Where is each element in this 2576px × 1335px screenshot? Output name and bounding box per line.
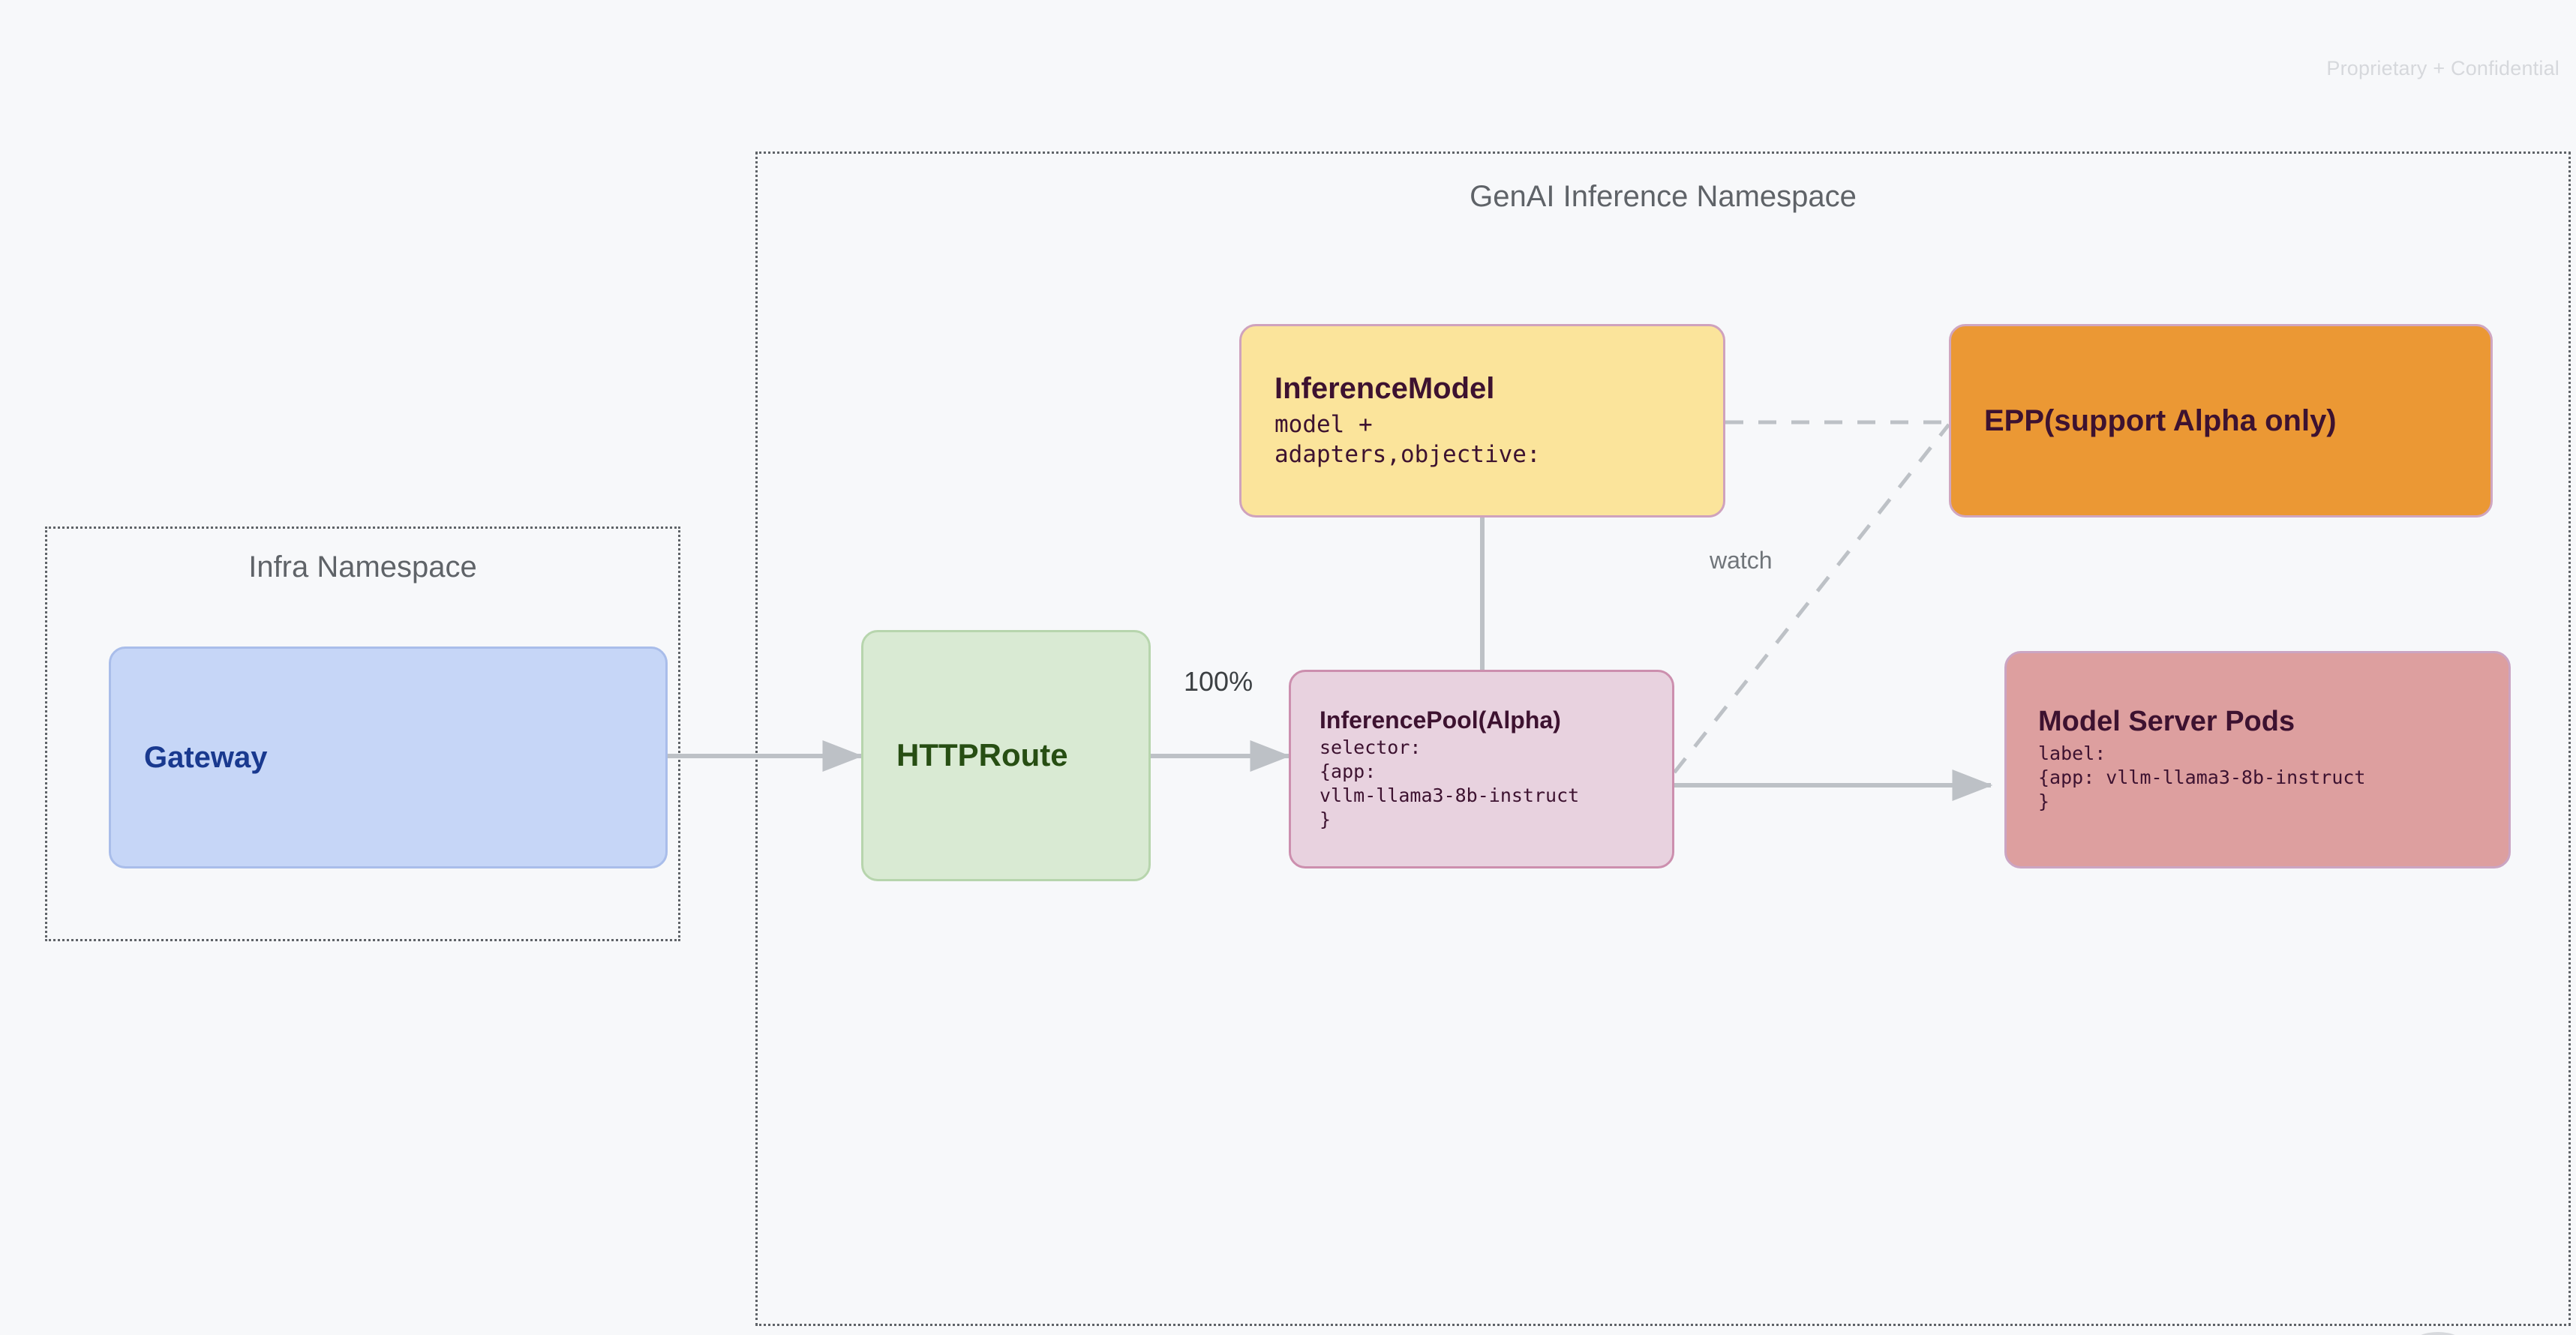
node-inferencepool-title: InferencePool(Alpha) bbox=[1320, 706, 1561, 734]
node-modelserverpods-title: Model Server Pods bbox=[2038, 706, 2295, 738]
node-httproute-title: HTTPRoute bbox=[896, 737, 1068, 773]
infra-namespace-title: Infra Namespace bbox=[248, 550, 477, 584]
node-modelserverpods-line3: } bbox=[2038, 790, 2050, 812]
node-epp[interactable]: EPP(support Alpha only) bbox=[1949, 324, 2493, 518]
genai-namespace-container bbox=[755, 152, 2571, 1326]
node-gateway[interactable]: Gateway bbox=[109, 646, 668, 868]
infra-namespace-container bbox=[45, 526, 680, 941]
node-inferencemodel-line2: adapters,objective: bbox=[1274, 441, 1541, 468]
genai-namespace-title: GenAI Inference Namespace bbox=[1470, 180, 1857, 213]
node-inferencepool-line2: {app: bbox=[1320, 760, 1377, 783]
footer-clipped-artifact bbox=[2412, 1326, 2524, 1335]
node-epp-title: EPP(support Alpha only) bbox=[1984, 404, 2337, 437]
node-inferencepool-line1: selector: bbox=[1320, 736, 1422, 759]
edge-label-watch: watch bbox=[1710, 547, 1773, 574]
node-modelserverpods-line2: {app: vllm-llama3-8b-instruct bbox=[2038, 766, 2366, 788]
node-gateway-title: Gateway bbox=[144, 741, 268, 774]
proprietary-watermark: Proprietary + Confidential bbox=[2326, 57, 2559, 80]
node-httproute[interactable]: HTTPRoute bbox=[861, 630, 1151, 881]
node-inferencemodel[interactable]: InferenceModel model + adapters,objectiv… bbox=[1239, 324, 1725, 518]
node-inferencemodel-title: InferenceModel bbox=[1274, 372, 1495, 406]
node-inferencepool[interactable]: InferencePool(Alpha) selector: {app: vll… bbox=[1289, 670, 1674, 868]
node-modelserverpods-line1: label: bbox=[2038, 742, 2106, 764]
edge-label-traffic-weight: 100% bbox=[1184, 666, 1253, 697]
node-inferencepool-line3: vllm-llama3-8b-instruct bbox=[1320, 784, 1580, 807]
node-inferencemodel-line1: model + bbox=[1274, 411, 1373, 439]
node-inferencepool-line4: } bbox=[1320, 808, 1332, 831]
node-modelserverpods[interactable]: Model Server Pods label: {app: vllm-llam… bbox=[2004, 651, 2511, 868]
